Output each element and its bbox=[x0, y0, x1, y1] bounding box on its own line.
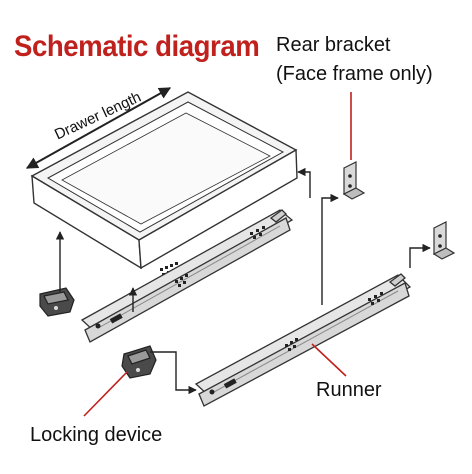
diagram-title: Schematic diagram bbox=[14, 30, 260, 63]
assembly-arrows bbox=[55, 167, 431, 395]
locking-device-label: Locking device bbox=[30, 424, 163, 446]
left-runner bbox=[80, 209, 294, 343]
rear-bracket-left bbox=[342, 161, 366, 200]
right-runner-holes bbox=[209, 292, 383, 395]
rear-bracket-right bbox=[432, 221, 456, 260]
rear-bracket-sublabel: (Face frame only) bbox=[276, 63, 433, 85]
drawer-length-dimension bbox=[25, 87, 172, 169]
runner-label: Runner bbox=[316, 379, 382, 401]
locking-device-upper bbox=[39, 287, 75, 317]
label-leader-lines bbox=[83, 92, 352, 417]
rear-bracket-label: Rear bracket bbox=[276, 34, 391, 56]
left-runner-holes bbox=[95, 226, 265, 329]
right-runner bbox=[194, 273, 412, 407]
locking-device-lower bbox=[121, 345, 157, 379]
